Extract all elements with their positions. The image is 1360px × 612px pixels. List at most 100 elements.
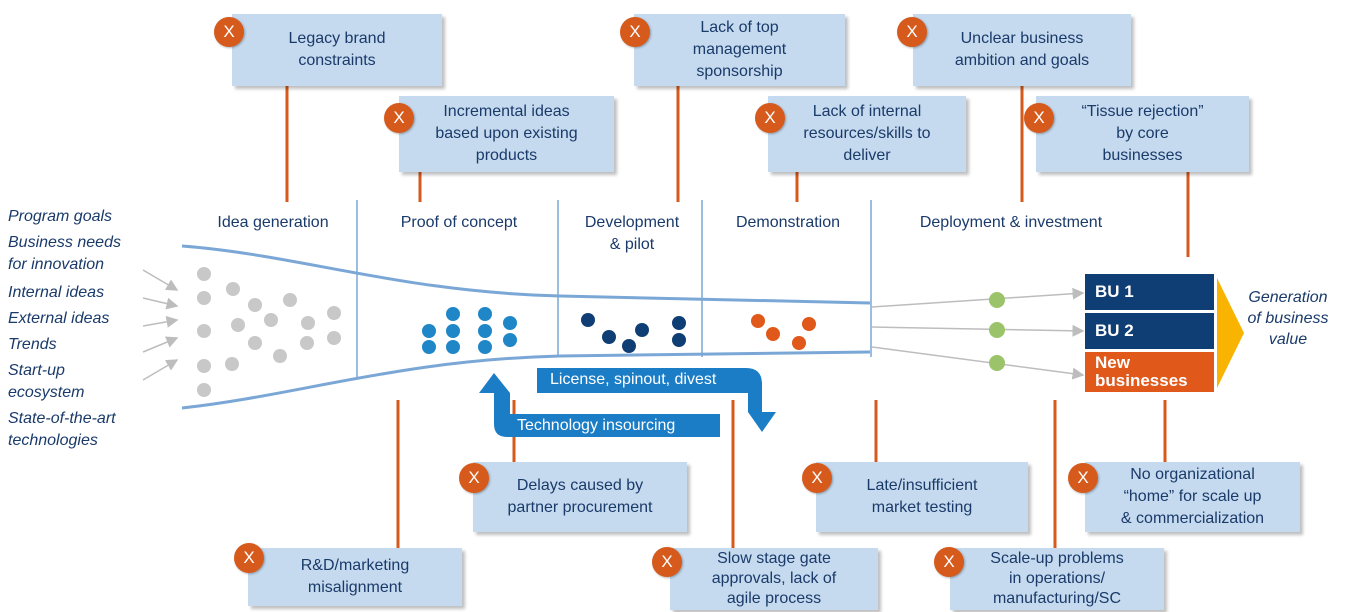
concept-dot (446, 307, 460, 321)
idea-dot (231, 318, 245, 332)
barrier-x-icon: X (1024, 103, 1054, 133)
barrier-x-icon: X (620, 17, 650, 47)
stage-development-pilot: Development & pilot (584, 214, 680, 253)
demo-dot (802, 317, 816, 331)
input-business-needs: Business needs (8, 234, 121, 251)
barrier-scale-up: Scale-up problems in operations/ manufac… (950, 548, 1164, 610)
demo-dot (792, 336, 806, 350)
pilot-dots (581, 313, 686, 353)
concept-dot (422, 324, 436, 338)
connectors-top (285, 86, 1190, 257)
input-state-of-art-cont: technologies (8, 432, 98, 449)
concept-dot (446, 340, 460, 354)
pilot-dot (602, 330, 616, 344)
deploy-arrow (871, 287, 1085, 308)
idea-dot (264, 313, 278, 327)
input-program-goals: Program goals (8, 208, 113, 225)
input-arrow (142, 336, 179, 353)
deploy-dot (989, 322, 1005, 338)
input-trends: Trends (8, 336, 57, 353)
new-business-label: New businesses (1095, 353, 1188, 390)
input-arrow (142, 315, 179, 328)
deploy-arrows (871, 287, 1085, 380)
barrier-x-icon: X (234, 543, 264, 573)
idea-dots (197, 267, 341, 397)
deploy-arrow (871, 324, 1085, 337)
idea-dot (197, 383, 211, 397)
concept-dot (503, 333, 517, 347)
pilot-dot (672, 333, 686, 347)
idea-dot (197, 359, 211, 373)
barrier-x-icon: X (214, 17, 244, 47)
idea-dot (283, 293, 297, 307)
idea-dot (273, 349, 287, 363)
barrier-market-testing: Late/insufficient market testing (816, 462, 1028, 532)
barrier-tissue-rejection: “Tissue rejection” by core businesses (1036, 96, 1249, 172)
input-business-needs-cont: for innovation (8, 256, 105, 273)
barrier-internal-resources: Lack of internal resources/skills to del… (768, 96, 966, 172)
concept-dot (478, 324, 492, 338)
barrier-x-icon: X (897, 17, 927, 47)
stage-deployment-investment: Deployment & investment (919, 214, 1103, 231)
barrier-unclear-ambition: Unclear business ambition and goals (913, 14, 1131, 86)
demo-dot (751, 314, 765, 328)
bu2-block (1085, 313, 1214, 349)
input-startup: Start-up (8, 362, 65, 379)
connectors-bottom (396, 400, 1167, 548)
divest-label: License, spinout, divest (550, 371, 717, 388)
insourcing-arrow (479, 373, 720, 437)
insourcing-label: Technology insourcing (517, 417, 676, 434)
input-arrows (142, 269, 179, 381)
idea-dot (300, 336, 314, 350)
input-internal-ideas: Internal ideas (8, 284, 105, 301)
divest-arrow (537, 368, 776, 432)
pilot-dot (581, 313, 595, 327)
idea-dot (327, 306, 341, 320)
barrier-rd-marketing: R&D/marketing misalignment (248, 548, 462, 606)
barrier-x-icon: X (802, 463, 832, 493)
barrier-stage-gate: Slow stage gate approvals, lack of agile… (670, 548, 878, 610)
input-arrow (142, 297, 179, 310)
input-arrow (142, 359, 179, 381)
idea-dot (197, 324, 211, 338)
bu1-block (1085, 274, 1214, 310)
stage-idea-generation: Idea generation (217, 214, 329, 231)
input-arrow (142, 269, 179, 291)
idea-dot (248, 336, 262, 350)
outcome-arrow (1217, 278, 1244, 388)
barrier-management-sponsorship: Lack of top management sponsorship (634, 14, 845, 86)
new-business-block (1085, 352, 1214, 392)
stage-dividers (356, 200, 872, 377)
barrier-organizational-home: No organizational “home” for scale up & … (1085, 462, 1300, 532)
idea-dot (197, 291, 211, 305)
outcome-label: Generation of business value (1247, 289, 1329, 348)
deploy-arrow (871, 346, 1085, 380)
demo-dots (751, 314, 816, 350)
barrier-x-icon: X (755, 103, 785, 133)
funnel (181, 244, 871, 410)
concept-dot (478, 340, 492, 354)
idea-dot (248, 298, 262, 312)
barrier-x-icon: X (934, 547, 964, 577)
pilot-dot (635, 323, 649, 337)
deploy-dots (989, 292, 1005, 371)
stage-proof-of-concept: Proof of concept (400, 214, 518, 231)
concept-dot (478, 307, 492, 321)
bu2-label: BU 2 (1095, 321, 1134, 340)
idea-dot (226, 282, 240, 296)
demo-dot (766, 327, 780, 341)
barrier-incremental-ideas: Incremental ideas based upon existing pr… (399, 96, 614, 172)
deploy-dot (989, 355, 1005, 371)
concept-dot (446, 324, 460, 338)
deploy-dot (989, 292, 1005, 308)
idea-dot (197, 267, 211, 281)
barrier-x-icon: X (1068, 463, 1098, 493)
pilot-dot (622, 339, 636, 353)
concept-dot (422, 340, 436, 354)
funnel-bottom-edge (181, 350, 871, 410)
input-state-of-art: State-of-the-art (8, 410, 116, 427)
barrier-partner-procurement: Delays caused by partner procurement (473, 462, 687, 532)
barrier-x-icon: X (384, 103, 414, 133)
idea-dot (225, 357, 239, 371)
